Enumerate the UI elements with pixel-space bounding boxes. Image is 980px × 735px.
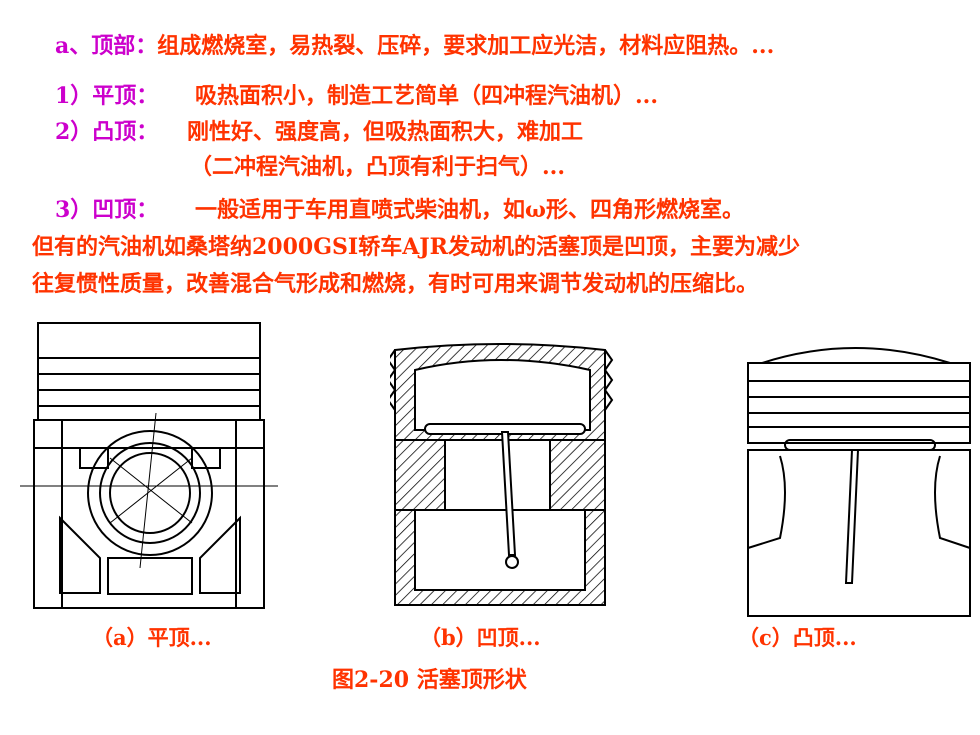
paragraph-line-2: 往复惯性质量，改善混合气形成和燃烧，有时可用来调节发动机的压缩比。: [32, 271, 759, 297]
figure-title: 图2-20 活塞顶形状: [332, 667, 527, 693]
line-1-text: 吸热面积小，制造工艺简单（四冲程汽油机）...: [195, 83, 658, 109]
line-1-label: 1）平顶：: [55, 83, 159, 109]
piston-concave-top-drawing: [390, 343, 614, 606]
line-a-label: a、顶部：: [55, 33, 158, 59]
paragraph-line-1: 但有的汽油机如桑塔纳2000GSI轿车AJR发动机的活塞顶是凹顶，主要为减少: [32, 234, 800, 260]
line-3-label: 3）凹顶：: [55, 197, 159, 223]
line-2-label: 2）凸顶：: [55, 119, 159, 145]
line-3-text: 一般适用于车用直喷式柴油机，如ω形、四角形燃烧室。: [195, 197, 744, 223]
caption-c: （c）凸顶...: [738, 625, 857, 650]
piston-flat-top-drawing: [20, 322, 278, 609]
line-2: 2）凸顶： 刚性好、强度高，但吸热面积大，难加工: [55, 118, 583, 146]
line-a: a、顶部：组成燃烧室，易热裂、压碎，要求加工应光洁，材料应阻热。...: [55, 32, 774, 60]
line-2-text: 刚性好、强度高，但吸热面积大，难加工: [187, 119, 584, 145]
line-a-text: 组成燃烧室，易热裂、压碎，要求加工应光洁，材料应阻热。...: [157, 33, 775, 59]
line-2-cont: （二冲程汽油机，凸顶有利于扫气）...: [190, 154, 565, 180]
line-1: 1）平顶： 吸热面积小，制造工艺简单（四冲程汽油机）...: [55, 82, 658, 110]
piston-convex-top-drawing: [747, 347, 971, 617]
caption-a: （a）平顶...: [92, 625, 212, 650]
line-3: 3）凹顶： 一般适用于车用直喷式柴油机，如ω形、四角形燃烧室。: [55, 196, 744, 224]
caption-b: （b）凹顶...: [420, 625, 541, 650]
